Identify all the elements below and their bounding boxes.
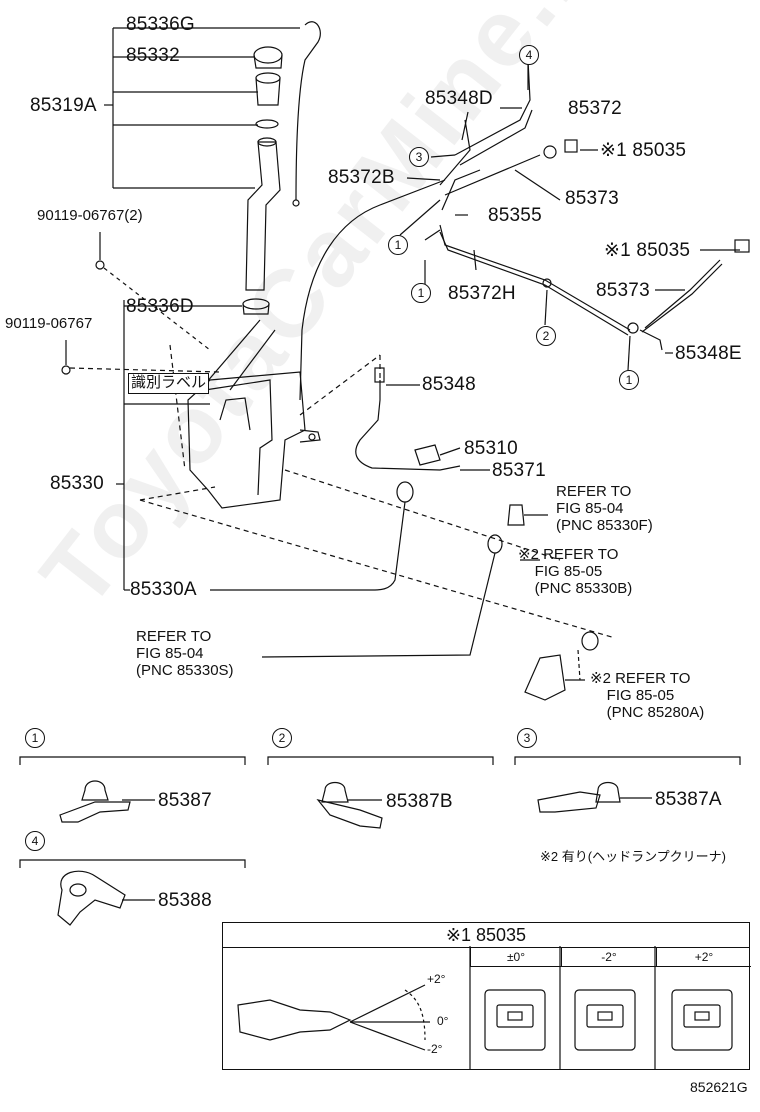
callout-1: 1 bbox=[411, 283, 431, 303]
nozzle-85330a bbox=[210, 481, 414, 591]
hose-assembly-top bbox=[424, 59, 750, 351]
nozzle-view-plus2 bbox=[671, 989, 733, 1051]
hose-85371 bbox=[355, 367, 490, 471]
clip-85387a bbox=[537, 781, 652, 813]
label-85388: 85388 bbox=[158, 890, 212, 911]
label-85310: 85310 bbox=[464, 438, 518, 459]
ref-85330s: REFER TO FIG 85-04 (PNC 85330S) bbox=[136, 628, 234, 679]
headlamp-cleaner-parts bbox=[507, 504, 599, 701]
label-85348: 85348 bbox=[422, 374, 476, 395]
strainer bbox=[255, 72, 281, 106]
figure-id: 852621G bbox=[690, 1079, 748, 1095]
bracket-85330 bbox=[116, 300, 242, 591]
label-85372h: 85372H bbox=[448, 283, 516, 304]
label-identification: 識別ラベル bbox=[128, 373, 210, 394]
label-85035-top: ※1 85035 bbox=[600, 140, 687, 161]
label-85336g: 85336G bbox=[126, 14, 195, 35]
callout-1: 1 bbox=[619, 370, 639, 390]
callout-2: 2 bbox=[536, 326, 556, 346]
nozzle-view-0 bbox=[484, 989, 546, 1051]
callout-2: 2 bbox=[272, 728, 292, 748]
nozzle-85330s bbox=[261, 534, 503, 658]
label-85387b: 85387B bbox=[386, 791, 453, 812]
label-85319a: 85319A bbox=[30, 95, 97, 116]
dipstick-85336g bbox=[292, 21, 321, 207]
label-85336d: 85336D bbox=[126, 296, 194, 317]
label-85372b: 85372B bbox=[328, 167, 395, 188]
label-85387a: 85387A bbox=[655, 789, 722, 810]
clip-85387b bbox=[316, 781, 383, 829]
washer-tank-85330 bbox=[187, 319, 321, 509]
label-85387: 85387 bbox=[158, 790, 212, 811]
table-col-minus2: -2° bbox=[561, 947, 656, 967]
label-90119-2: 90119-06767(2) bbox=[37, 207, 143, 224]
label-85355: 85355 bbox=[488, 205, 542, 226]
callout-3: 3 bbox=[409, 147, 429, 167]
cap-85332 bbox=[253, 46, 283, 69]
bolt-left bbox=[61, 340, 221, 375]
ref-85330f: REFER TO FIG 85-04 (PNC 85330F) bbox=[556, 483, 653, 534]
nozzle-view-minus2 bbox=[574, 989, 636, 1051]
label-85035-mid: ※1 85035 bbox=[604, 240, 691, 261]
leaders-top-right bbox=[399, 62, 740, 371]
bracket-85319a bbox=[104, 27, 300, 189]
label-85332: 85332 bbox=[126, 45, 180, 66]
nozzle-angle-table: ※1 85035 ±0° -2° +2° +2° 0° -2° bbox=[222, 922, 751, 1070]
label-85373-top: 85373 bbox=[565, 188, 619, 209]
clip-85387 bbox=[59, 780, 155, 823]
label-85371: 85371 bbox=[492, 460, 546, 481]
o-ring bbox=[255, 119, 279, 129]
label-85348d: 85348D bbox=[425, 88, 493, 109]
bolt-top bbox=[95, 232, 211, 351]
label-90119: 90119-06767 bbox=[5, 315, 93, 332]
hose-main bbox=[299, 179, 446, 401]
filler-neck bbox=[245, 137, 281, 291]
angle-minus2: -2° bbox=[427, 1042, 443, 1056]
callout-3: 3 bbox=[517, 728, 537, 748]
label-85348e: 85348E bbox=[675, 343, 742, 364]
table-title: ※1 85035 bbox=[223, 923, 749, 948]
label-85330a: 85330A bbox=[130, 579, 197, 600]
angle-0: 0° bbox=[437, 1014, 449, 1028]
callout-4: 4 bbox=[25, 831, 45, 851]
detail-separators bbox=[19, 756, 741, 868]
clip-85388 bbox=[57, 870, 155, 926]
table-col-plus2: +2° bbox=[656, 947, 751, 967]
label-85330: 85330 bbox=[50, 473, 104, 494]
callout-1: 1 bbox=[388, 235, 408, 255]
label-85373-mid: 85373 bbox=[596, 280, 650, 301]
footnote: ※2 有り(ヘッドランプクリーナ) bbox=[540, 849, 727, 864]
table-col-0: ±0° bbox=[470, 947, 561, 967]
callout-4: 4 bbox=[519, 45, 539, 65]
ref-85330b: ※2 REFER TO FIG 85-05 (PNC 85330B) bbox=[518, 546, 633, 597]
label-85372: 85372 bbox=[568, 98, 622, 119]
callout-1: 1 bbox=[25, 728, 45, 748]
grommet-85336d bbox=[242, 298, 270, 315]
angle-plus2: +2° bbox=[427, 972, 446, 986]
ref-85280a: ※2 REFER TO FIG 85-05 (PNC 85280A) bbox=[590, 670, 705, 721]
